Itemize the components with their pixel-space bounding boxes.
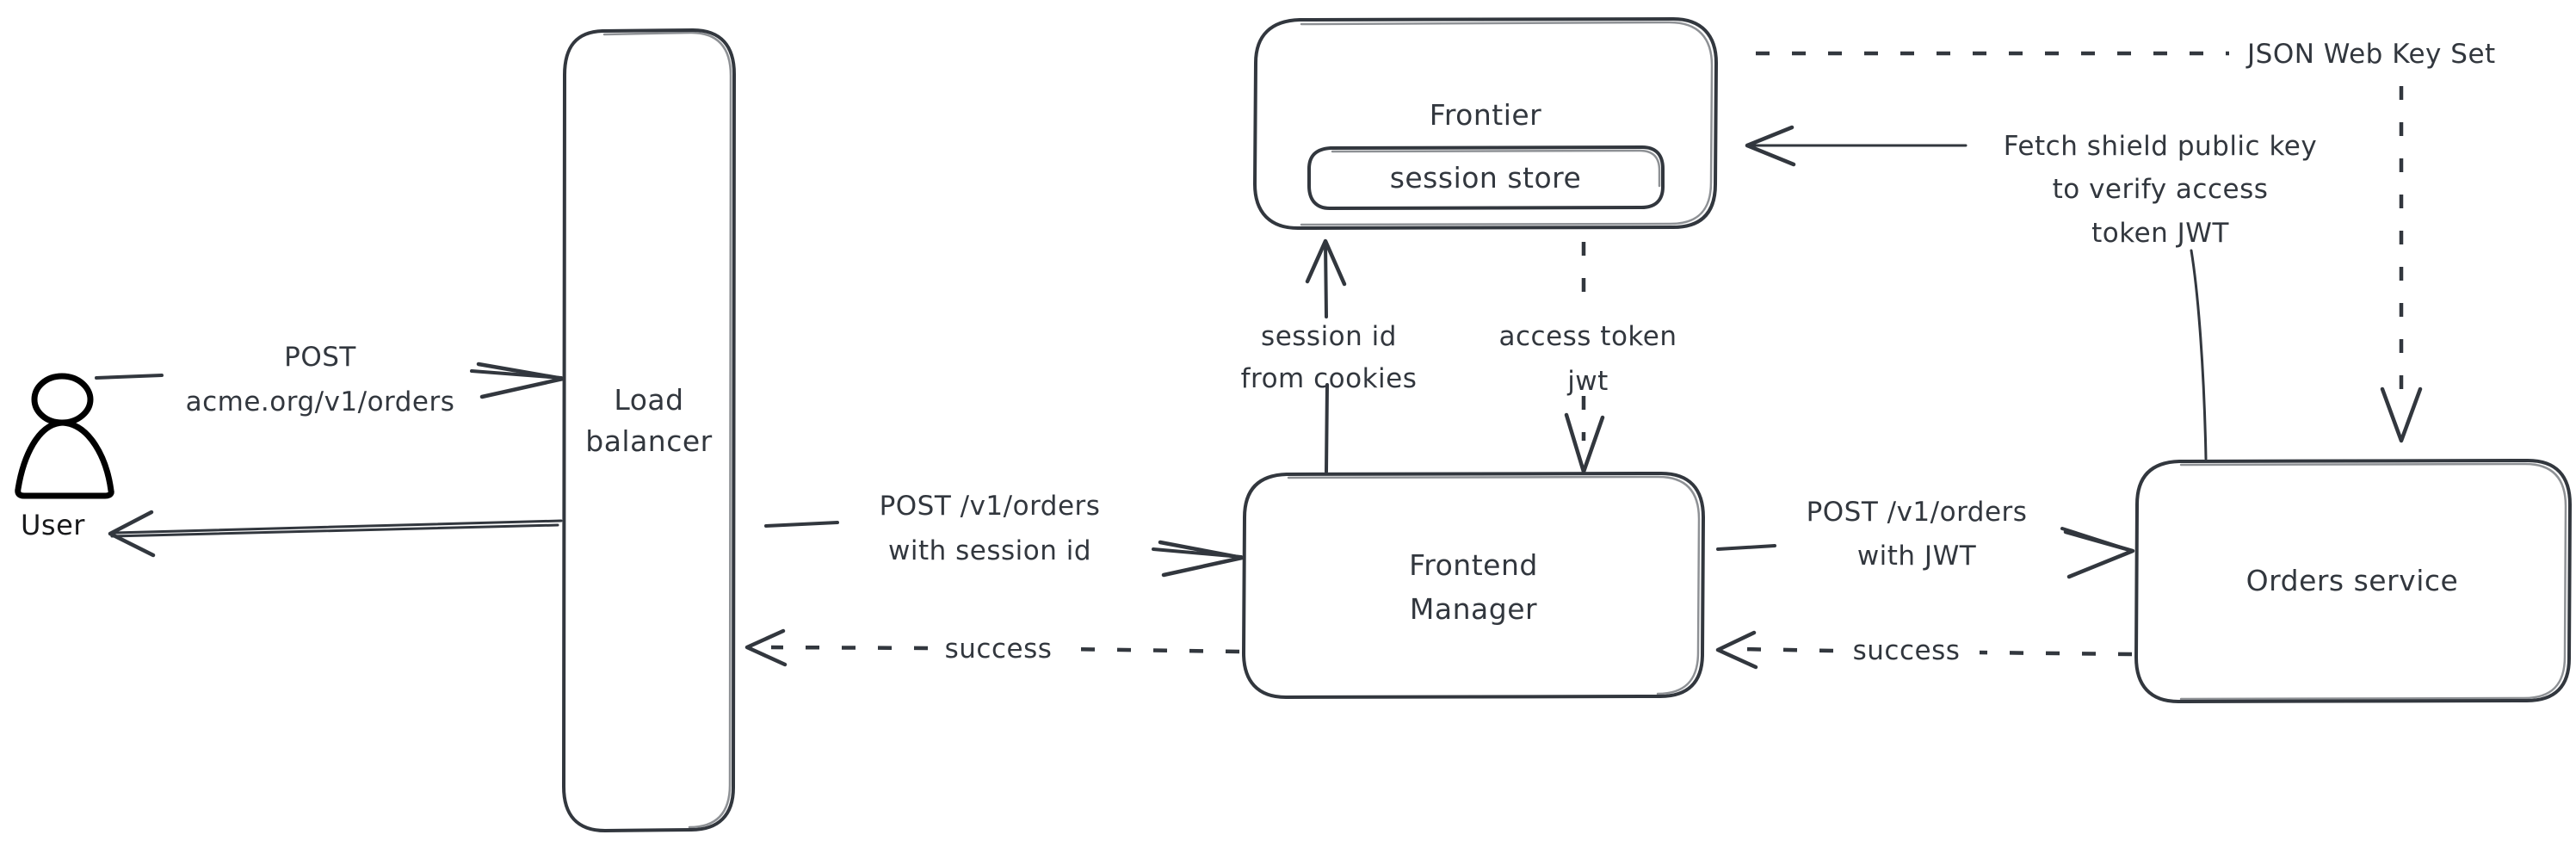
node-orders-service[interactable]: Orders service [2134,459,2572,703]
node-frontier[interactable]: Frontier session store [1253,17,1718,230]
lb-to-user-arrowhead [108,510,156,558]
orders-to-frontier-label-line2: to verify access [2053,174,2269,205]
frontier-box-sketch [1300,21,1714,226]
orders-to-fm-label: success [1853,635,1961,666]
orders-service-label: Orders service [2246,564,2459,597]
fm-to-lb-label: success [945,634,1053,665]
fm-to-frontier-line-lower [1325,383,1329,473]
edge-user-to-load-balancer: POST acme.org/v1/orders [95,342,565,417]
user-to-lb-line-left [95,374,164,380]
orders-to-frontier-label-line3: token JWT [2091,218,2229,249]
fm-to-frontier-label-line1: session id [1261,321,1397,352]
frontend-manager-label-line2: Manager [1410,592,1537,626]
orders-to-fm-dash-left [1739,646,1834,653]
orders-to-fm-dash-right [1979,650,2133,657]
frontend-manager-box [1242,472,1705,699]
frontier-box [1253,17,1718,230]
user-body-icon [15,419,114,499]
edge-load-balancer-to-frontend-manager: POST /v1/orders with session id [764,491,1245,578]
edge-frontier-to-frontend-manager: access token jwt [1498,242,1677,474]
user-to-lb-arrowhead [476,362,565,399]
orders-to-fm-arrowhead [1715,630,1758,670]
edge-frontend-manager-to-orders-service: POST /v1/orders with JWT [1716,497,2135,579]
edge-orders-service-to-frontier: Fetch shield public key to verify access… [1745,125,2317,461]
session-store-box-sketch [1331,149,1661,188]
frontier-label: Frontier [1430,98,1542,132]
user-to-lb-label-line2: acme.org/v1/orders [186,386,455,417]
fm-to-frontier-label-line2: from cookies [1241,363,1418,394]
orders-service-box [2134,459,2572,703]
node-frontend-manager[interactable]: Frontend Manager [1242,472,1705,699]
orders-to-frontier-curve [2190,249,2208,461]
frontend-manager-label-line1: Frontend [1409,548,1538,582]
fm-to-frontier-arrowhead [1305,238,1347,287]
node-session-store[interactable]: session store [1307,145,1665,210]
orders-to-frontier-label-line1: Fetch shield public key [2004,131,2317,162]
orders-service-box-sketch [2179,462,2567,701]
edge-orders-service-to-frontend-manager: success [1715,630,2133,670]
fm-to-orders-line-left [1716,544,1776,551]
fm-to-lb-dash-right [1068,646,1240,654]
fm-to-orders-arrowhead [2063,529,2135,579]
lb-to-fm-line-left [764,521,839,528]
frontier-to-fm-arrowhead [1564,412,1605,474]
frontend-manager-box-sketch [1287,475,1701,696]
edge-frontend-manager-to-frontier: session id from cookies [1241,238,1418,473]
lb-to-fm-label-line2: with session id [888,535,1091,566]
session-store-label: session store [1390,161,1582,195]
fm-to-lb-dash-left [770,645,929,651]
edge-load-balancer-to-user [108,510,563,558]
fm-to-orders-label-line2: with JWT [1857,541,1977,572]
frontier-to-fm-label-line2: jwt [1566,366,1609,397]
lb-to-user-line-sketch [110,523,559,538]
fm-to-frontier-line-upper [1324,241,1328,318]
load-balancer-label-line1: Load [614,383,683,417]
user-label: User [21,509,85,541]
jwks-arrowhead [2380,386,2423,443]
fm-to-lb-arrowhead [744,628,788,667]
lb-to-fm-label-line1: POST /v1/orders [880,491,1101,522]
lb-to-fm-arrowhead [1158,540,1245,578]
edge-frontier-to-orders-service-jwks: JSON Web Key Set [1756,39,2496,443]
load-balancer-box-sketch [602,31,732,829]
edge-frontend-manager-to-load-balancer: success [744,628,1240,667]
jwks-label: JSON Web Key Set [2246,39,2496,70]
frontier-to-fm-label-line1: access token [1498,321,1677,352]
user-head-icon [31,373,94,426]
fm-to-orders-label-line1: POST /v1/orders [1807,497,2028,528]
node-load-balancer[interactable]: Load balancer [562,28,736,832]
load-balancer-label-line2: balancer [585,424,713,458]
load-balancer-box [562,28,736,832]
lb-to-user-line [113,519,563,535]
user-to-lb-label-line1: POST [284,342,356,373]
session-store-box [1307,145,1665,210]
orders-to-frontier-arrowhead [1745,125,1796,167]
node-user[interactable]: User [15,373,114,541]
